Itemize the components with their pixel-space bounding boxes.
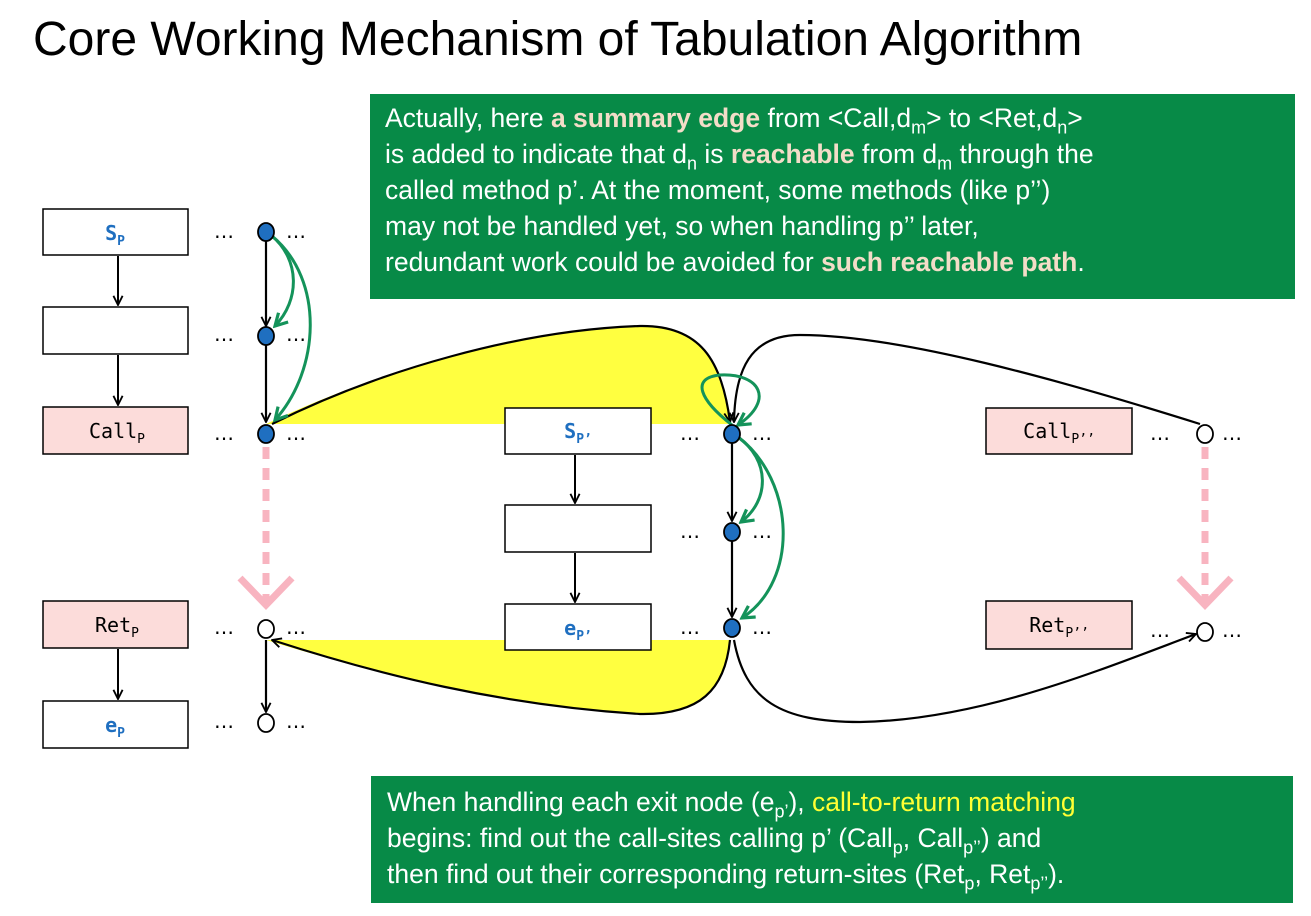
callout-text: , Ret	[974, 859, 1031, 889]
callout-text: may not be handled yet, so when handling…	[385, 211, 979, 241]
node-box-n1	[42, 306, 189, 355]
subscript: p	[892, 837, 903, 858]
callout-text: ) and	[980, 823, 1042, 853]
ellipsis: …	[286, 219, 306, 243]
subscript: m	[937, 153, 953, 174]
node-n2-dot	[723, 522, 741, 542]
procedure-p-prime-nodes	[504, 407, 652, 651]
callout-text: begins: find out the call-sites calling …	[387, 823, 893, 853]
ellipsis: …	[286, 615, 306, 639]
node-ep-dot	[257, 713, 275, 733]
subscript: p	[964, 873, 975, 894]
callout-text: redundant work could be avoided for	[385, 247, 822, 277]
ellipsis: …	[214, 615, 234, 639]
procedure-p-nodes	[42, 208, 189, 749]
node-callp-dot	[257, 424, 275, 444]
ellipsis: …	[286, 421, 306, 445]
ellipsis: …	[680, 519, 700, 543]
call-to-return-callout: When handling each exit node (ep’), call…	[371, 776, 1293, 903]
callout-text: Actually, here	[385, 103, 551, 133]
callout-text: from <Call,d	[760, 103, 912, 133]
node-box-retpp	[985, 600, 1133, 650]
label-epp: eP’	[564, 616, 592, 644]
node-box-sp	[42, 208, 189, 256]
subscript: n	[1057, 117, 1068, 138]
callout-text: ),	[788, 787, 813, 817]
callout-text: reachable	[730, 139, 855, 169]
callout-line: Actually, here a summary edge from <Call…	[385, 100, 1281, 136]
label-retp: RetP	[95, 613, 139, 641]
node-box-epp	[504, 603, 652, 651]
label-callpp: CallP’’	[1023, 419, 1095, 447]
ellipsis: …	[752, 421, 772, 445]
ellipsis: …	[286, 322, 306, 346]
callout-line: is added to indicate that dn is reachabl…	[385, 136, 1281, 172]
node-box-ep	[42, 700, 189, 749]
callout-text: When handling each exit node (e	[387, 787, 775, 817]
callout-line: called method p’. At the moment, some me…	[385, 172, 1281, 208]
label-ep: eP	[105, 713, 125, 741]
callout-line: redundant work could be avoided for such…	[385, 244, 1281, 280]
procedure-p-double-prime-nodes	[985, 407, 1133, 650]
ellipsis: …	[286, 709, 306, 733]
callout-text: such reachable path	[821, 247, 1078, 277]
callout-line: When handling each exit node (ep’), call…	[387, 784, 1279, 820]
callout-line: may not be handled yet, so when handling…	[385, 208, 1281, 244]
callout-line: then find out their corresponding return…	[387, 856, 1279, 892]
ellipsis: …	[680, 615, 700, 639]
node-box-callp	[42, 406, 189, 455]
ellipsis: …	[214, 219, 234, 243]
callout-text: >	[1067, 103, 1083, 133]
label-callp: CallP	[89, 419, 145, 447]
callout-text: > to <Ret,d	[926, 103, 1058, 133]
call-to-start-highlight	[266, 325, 730, 424]
callout-text: ).	[1048, 859, 1065, 889]
callout-text: , Call	[902, 823, 964, 853]
node-callpp-dot	[1196, 424, 1214, 444]
ellipsis: …	[214, 709, 234, 733]
ellipsis: …	[680, 421, 700, 445]
label-sp: SP	[105, 221, 125, 249]
summary-edge-callout: Actually, here a summary edge from <Call…	[370, 94, 1295, 299]
ellipsis: …	[1222, 421, 1242, 445]
subscript: p’’	[1030, 873, 1049, 894]
ellipsis: …	[752, 615, 772, 639]
ellipsis: …	[1150, 618, 1170, 642]
node-retpp-dot	[1196, 622, 1214, 642]
callout-text: call-to-return matching	[812, 787, 1076, 817]
callout-text: is added to indicate that d	[385, 139, 688, 169]
callout-line: begins: find out the call-sites calling …	[387, 820, 1279, 856]
node-box-spp	[504, 407, 652, 455]
callout-text: from d	[854, 139, 938, 169]
node-n1-dot	[257, 326, 275, 346]
node-box-callpp	[985, 407, 1133, 455]
ellipsis: …	[752, 519, 772, 543]
callout-text: is	[697, 139, 731, 169]
callout-text: through the	[952, 139, 1094, 169]
callout-text: .	[1077, 247, 1085, 277]
node-epp-dot	[723, 618, 741, 638]
slide-title: Core Working Mechanism of Tabulation Alg…	[33, 13, 1083, 66]
node-retp-dot	[257, 619, 275, 639]
ellipsis: …	[1150, 421, 1170, 445]
node-box-retp	[42, 600, 189, 649]
label-retpp: RetP’’	[1029, 613, 1089, 641]
subscript: p’’	[963, 837, 981, 858]
exit-to-return-highlight	[266, 640, 730, 715]
node-spp-dot	[723, 424, 741, 444]
ellipsis: …	[214, 421, 234, 445]
subscript: m	[911, 117, 927, 138]
subscript: p’	[774, 801, 789, 822]
label-spp: SP’	[564, 419, 592, 447]
subscript: n	[687, 153, 698, 174]
callout-text: called method p’. At the moment, some me…	[385, 175, 1051, 205]
node-sp-dot	[257, 222, 275, 242]
callout-text: then find out their corresponding return…	[387, 859, 965, 889]
node-box-n2	[504, 504, 652, 553]
ellipsis: …	[1222, 618, 1242, 642]
callout-text: a summary edge	[550, 103, 761, 133]
ellipsis: …	[214, 322, 234, 346]
